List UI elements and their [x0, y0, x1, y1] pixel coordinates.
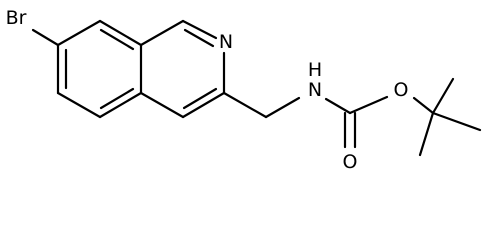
chemical-structure: Br N N H O O [6, 7, 482, 173]
bond-c3-ch2 [222, 91, 268, 119]
amide-hydrogen-label: H [308, 59, 322, 81]
carbonyl-oxygen-label: O [343, 151, 358, 173]
bond-quaternary-c-methyl-top [431, 77, 455, 115]
bond-c4-c4a [139, 91, 185, 119]
bond-c7-c8 [56, 19, 102, 47]
double-bond-c4a-c5 [99, 87, 135, 110]
bond-c8-c8a [98, 19, 143, 47]
bond-nh-carbonyl [324, 97, 352, 115]
double-bond-c1-n2 [183, 28, 215, 48]
bond-quaternary-c-methyl-bottom [418, 111, 435, 157]
bond-ch2-nh [264, 96, 301, 119]
amide-nitrogen-label: N [308, 79, 322, 101]
bond-c1-n2 [181, 19, 218, 40]
pyridine-ring [139, 19, 226, 119]
bond-carbonyl-ester-o [348, 95, 389, 115]
bond-c7-br [31, 28, 60, 47]
benzene-ring [56, 19, 143, 119]
bond-c5-c6 [56, 91, 102, 119]
bond-ester-o-quaternary-c [412, 96, 435, 115]
bond-c3-c4 [181, 91, 226, 119]
ring-nitrogen-label: N [219, 31, 233, 53]
bond-c8a-c1 [139, 19, 185, 47]
double-bond-c8-c8a [99, 28, 135, 51]
bond-quaternary-c-methyl-right [431, 111, 482, 132]
bond-c4a-c5 [98, 91, 143, 119]
bromine-label: Br [6, 7, 27, 29]
ester-oxygen-label: O [394, 79, 409, 101]
double-bond-c3-c4 [182, 87, 218, 110]
